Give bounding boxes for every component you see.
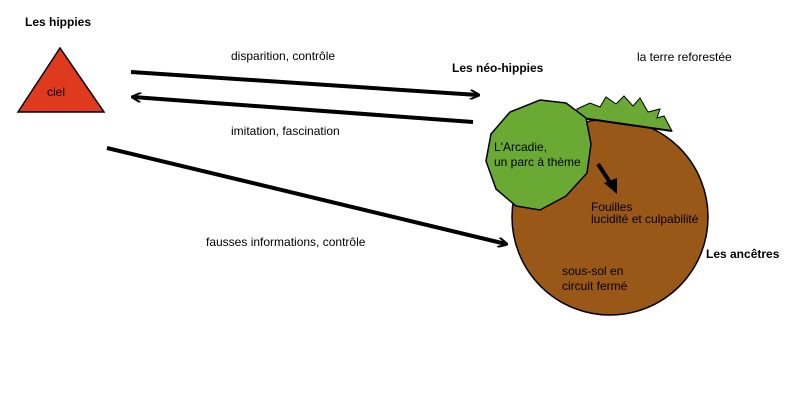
arrow-arcadie-to-fouilles-head: [604, 178, 617, 194]
fouilles-line-2: lucidité et culpabilité: [591, 212, 699, 226]
fouilles-line-1: Fouilles: [591, 200, 632, 214]
arcadie-line-2: un parc à thème: [494, 155, 581, 169]
surface-line: [574, 116, 673, 132]
ciel-label: ciel: [47, 85, 65, 99]
terre-reforestee-label: la terre reforestée: [637, 50, 732, 64]
arrow-hippies-to-neo: [130, 70, 478, 95]
sous-sol-line-1: sous-sol en: [562, 264, 623, 278]
hippies-title: Les hippies: [25, 15, 91, 29]
arrow-label-imitation: imitation, fascination: [231, 124, 340, 138]
hippies-triangle: [16, 46, 106, 113]
arrow-hippies-to-ancetres: [106, 146, 506, 244]
arcadie-line-1: L'Arcadie,: [494, 140, 547, 154]
neo-hippies-title: Les néo-hippies: [452, 61, 544, 75]
ancetres-title: Les ancêtres: [706, 247, 780, 261]
arrow-neo-to-hippies: [133, 97, 474, 124]
arcadie-octagon: [485, 99, 592, 211]
arrow-label-fausses-informations: fausses informations, contrôle: [206, 235, 366, 249]
sous-sol-line-2: circuit fermé: [562, 279, 628, 293]
reforested-land: [576, 95, 673, 132]
arrow-label-disparition: disparition, contrôle: [231, 49, 335, 63]
